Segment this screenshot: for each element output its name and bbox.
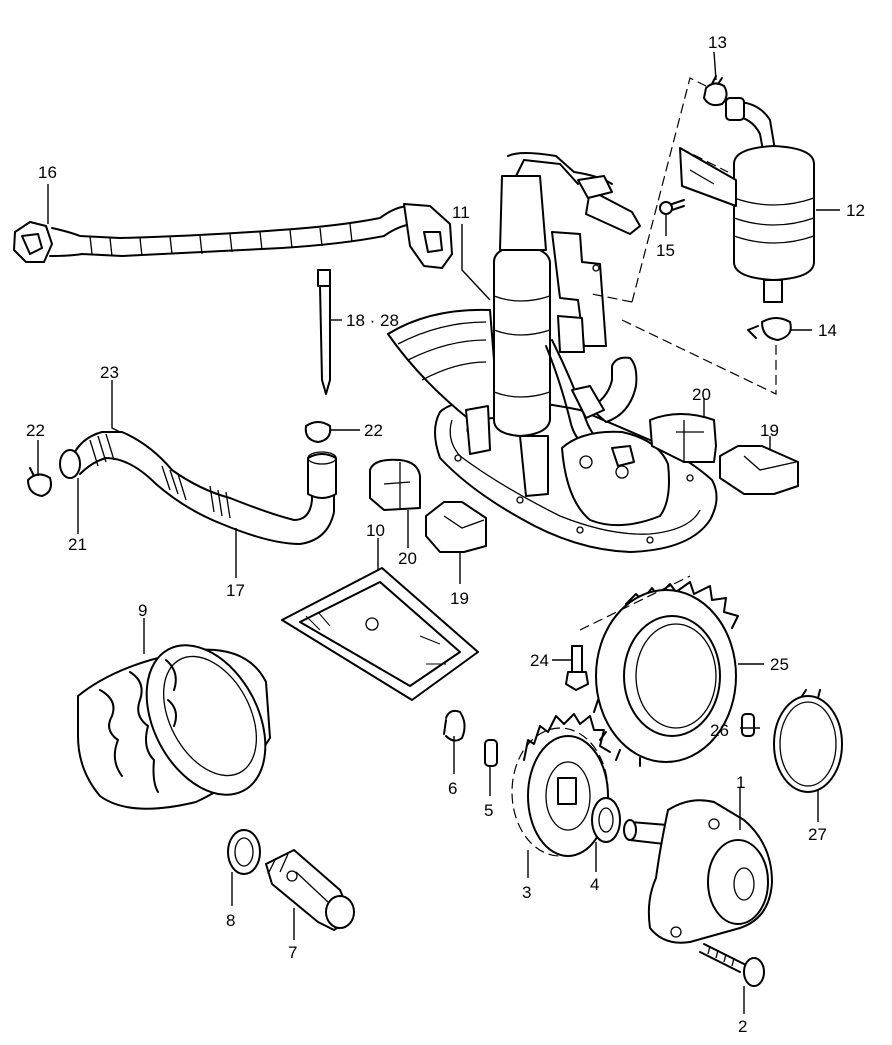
label-9: 9 [138,601,147,620]
part-8-washer [227,829,261,875]
label-17: 17 [226,581,245,600]
label-6: 6 [448,779,457,798]
label-18-28: 18 · 28 [346,311,399,330]
label-4: 4 [590,875,599,894]
part-7-union-bolt [265,849,355,931]
label-1: 1 [736,773,745,792]
part-2-screw [699,943,765,987]
part-15-screw [659,199,685,215]
guide-lines [579,77,777,631]
label-23: 23 [100,363,119,382]
label-7: 7 [288,943,297,962]
part-26-pin [741,713,755,737]
label-26: 26 [710,721,729,740]
part-27-circlip [773,689,843,793]
label-27: 27 [808,825,827,844]
label-8: 8 [226,911,235,930]
label-25: 25 [770,655,789,674]
part-11-fuel-pump-assembly [387,152,718,553]
label-19-upper: 19 [760,421,779,440]
label-24: 24 [530,651,549,670]
label-12: 12 [846,201,865,220]
label-11: 11 [452,203,470,222]
label-20-lower: 20 [398,549,417,568]
part-3-gear [511,713,611,857]
label-16: 16 [38,163,57,182]
part-22-clamp-right [304,421,332,443]
callout-labels: 16 13 12 15 14 11 18 · 28 23 22 22 21 17… [26,33,865,1036]
label-19-lower: 19 [450,589,469,608]
label-15: 15 [656,241,675,260]
part-12-fuel-filter [679,97,815,303]
label-20-upper: 20 [692,385,711,404]
label-22-right: 22 [364,421,383,440]
part-25-driven-gear [593,581,739,767]
part-18-28-cable-tie [317,269,331,395]
part-10-gasket [281,567,479,701]
part-4-washer [591,797,621,843]
part-16-wire-harness [13,203,453,269]
part-14-clamp [747,317,792,341]
part-24-bolt [565,645,589,691]
label-5: 5 [484,801,493,820]
leader-lines [37,51,840,1014]
part-22-clamp-left [27,467,52,497]
part-1-oil-pump [623,799,773,944]
label-13: 13 [708,33,727,52]
part-5-pin [484,739,498,767]
part-20-cushion-lower [369,458,421,511]
part-19-cushion-upper [719,445,799,495]
part-19-cushion-lower [425,501,487,553]
label-22-left: 22 [26,421,45,440]
label-21: 21 [68,535,87,554]
label-2: 2 [738,1017,747,1036]
part-20-cushion-upper [649,413,717,463]
part-9-oil-filter [77,644,271,810]
label-14: 14 [818,321,837,340]
part-13-clamp [703,75,728,107]
label-3: 3 [522,883,531,902]
label-10: 10 [366,521,385,540]
part-23-fuel-hose [59,431,337,545]
